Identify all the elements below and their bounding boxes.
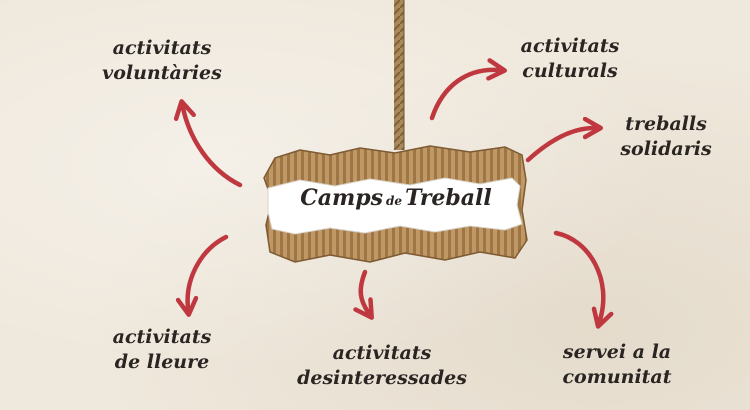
sign-word-treball: Treball: [405, 185, 492, 211]
arrow-to-comunitat: [553, 230, 614, 329]
rope: [394, 0, 404, 150]
node-solidaris-line2: solidaris: [620, 138, 712, 160]
rope-shadow: [403, 0, 405, 150]
node-lleure-line1: activitats: [112, 326, 212, 348]
node-voluntaries-line2: voluntàries: [102, 62, 222, 84]
node-solidaris: treballs solidaris: [596, 112, 736, 162]
node-comunitat-line1: servei a la: [562, 341, 672, 363]
node-lleure-line2: de lleure: [114, 351, 210, 373]
node-culturals: activitats culturals: [500, 34, 640, 84]
node-voluntaries-line1: activitats: [112, 37, 212, 59]
node-culturals-line1: activitats: [520, 35, 620, 57]
node-lleure: activitats de lleure: [92, 325, 232, 375]
node-culturals-line2: culturals: [522, 60, 618, 82]
arrow-to-desinteressades: [353, 269, 374, 320]
node-comunitat: servei a la comunitat: [532, 340, 702, 390]
sign-word-camps: Camps: [300, 185, 384, 211]
node-voluntaries: activitats voluntàries: [82, 36, 242, 86]
node-desinteressades-line2: desinteressades: [297, 367, 467, 389]
arrow-to-lleure: [175, 234, 229, 317]
node-solidaris-line1: treballs: [625, 113, 707, 135]
cardboard-sign: [263, 145, 528, 263]
node-desinteressades-line1: activitats: [332, 342, 432, 364]
arrow-to-voluntaries: [173, 99, 243, 188]
sign-word-de: de: [386, 194, 403, 208]
arrow-to-culturals: [429, 58, 507, 121]
node-desinteressades: activitats desinteressades: [282, 341, 482, 391]
arrow-to-solidaris: [525, 116, 603, 163]
node-comunitat-line2: comunitat: [562, 366, 672, 388]
